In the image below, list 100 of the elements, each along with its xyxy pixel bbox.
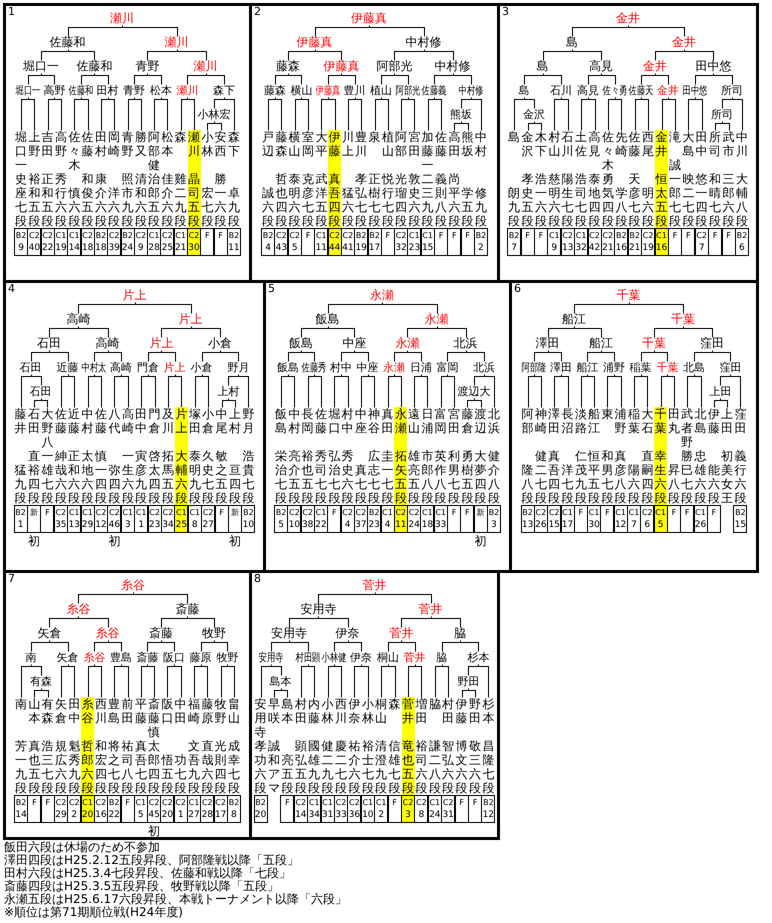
bracket-name: 石田: [20, 361, 42, 374]
player-rank: 六段: [288, 200, 302, 228]
rank-number: 7: [698, 243, 706, 254]
player-rank: 六段: [254, 767, 268, 795]
player-rank: 五段: [588, 477, 601, 505]
player-given-name: 泰明: [288, 172, 302, 200]
player-column: [254, 697, 268, 823]
player-given-name: 謙二: [428, 739, 442, 767]
player-surname: 藤倉: [460, 407, 474, 435]
league-class: C1: [82, 507, 94, 518]
bracket-name: 植山: [370, 84, 392, 97]
player-surname: 西尾: [642, 130, 655, 158]
player-column: [68, 697, 81, 823]
bracket-name: 島: [536, 60, 549, 73]
bracket-line: [662, 97, 669, 131]
player-given-name: 真彦: [614, 449, 628, 477]
player-surname: 中村: [288, 407, 301, 435]
bracket-line: [41, 398, 48, 408]
bracket-name: 近藤: [56, 361, 78, 374]
player-surname: 熊坂: [461, 130, 474, 158]
player-rank: 六段: [408, 200, 421, 228]
player-given-name: 浩貴: [242, 449, 255, 477]
player-surname: 豊川: [354, 130, 368, 158]
bracket-line: [175, 374, 182, 408]
player-given-name: 正和: [41, 172, 54, 200]
player-rank: 九段: [134, 477, 148, 505]
bracket-line: [574, 302, 630, 314]
bracket-name: 阪口: [163, 651, 186, 664]
league-class: C1: [656, 230, 668, 241]
league-class: F: [472, 797, 478, 808]
league-class: C2: [174, 797, 187, 808]
league-class: C2: [202, 507, 214, 518]
player-column: [642, 130, 655, 256]
player-given-name: 佳介: [160, 172, 174, 200]
player-column: [402, 697, 414, 823]
league-class: B2: [262, 230, 274, 241]
bracket-line: [41, 49, 69, 61]
player-given-name: 浩司: [574, 172, 588, 200]
league-class: C1: [575, 230, 588, 241]
rank-number: 17: [214, 810, 227, 821]
bracket-name: 堀口一: [15, 84, 40, 97]
player-column: [534, 130, 548, 256]
bracket-line: [168, 374, 176, 408]
player-given-name: 照市: [121, 172, 134, 200]
player-rank: 四段: [228, 477, 242, 505]
league-class: C2: [288, 507, 300, 518]
player-given-name: 雞二: [174, 172, 188, 200]
league-class: C2: [161, 797, 174, 808]
league-class: B2: [628, 230, 641, 241]
player-rank: 八段: [434, 200, 448, 228]
player-column: [81, 130, 94, 256]
league-class: B2: [488, 507, 500, 518]
player-surname: 佐々木: [601, 130, 614, 172]
player-rank: 六段: [81, 477, 94, 505]
player-column: [655, 130, 668, 256]
player-rank: 五段: [215, 477, 228, 505]
player-surname: 田中: [695, 130, 708, 158]
bracket-name: 船江: [588, 337, 613, 350]
rank-number: 35: [54, 520, 67, 531]
league-class: F: [124, 797, 131, 808]
player-column: [108, 407, 121, 533]
player-column: [521, 130, 534, 256]
player-surname: 窪田: [734, 407, 747, 435]
footnote: 斎藤四段はH25.3.5五段昇段、牧野戦以降「五段」: [4, 880, 280, 893]
bracket-line: [534, 121, 542, 131]
player-surname: 南: [14, 697, 28, 711]
player-given-name: 健二: [534, 449, 548, 477]
bracket-line: [148, 374, 156, 408]
player-given-name: 昌隆: [482, 739, 495, 767]
bracket-line: [341, 374, 349, 408]
player-rank: 八段: [121, 767, 134, 795]
bracket-line: [341, 73, 356, 85]
league-class: C1: [68, 230, 80, 241]
bracket-name: 金沢: [523, 108, 546, 121]
player-given-name: 洋: [561, 463, 574, 477]
bracket-line: [94, 640, 109, 652]
player-column: [214, 697, 228, 823]
player-given-name: 清和: [134, 172, 148, 200]
player-surname: 伊奈: [348, 697, 361, 725]
bracket-name: 所司: [720, 84, 743, 97]
bracket-line: [683, 326, 713, 338]
league-class: B2: [474, 230, 487, 241]
league-class: F: [44, 797, 51, 808]
bracket-line: [289, 616, 319, 628]
player-surname: 金井: [655, 130, 668, 158]
bracket-name: 伊藤真: [315, 84, 340, 97]
player-column: [288, 407, 301, 533]
player-column: [188, 407, 202, 533]
player-rank: 五段: [301, 477, 314, 505]
bracket-line: [601, 350, 615, 362]
player-rank: 五段: [28, 200, 41, 228]
bracket-line: [141, 374, 149, 408]
player-column: [414, 697, 428, 823]
bracket-line: [601, 73, 616, 85]
bracket-name: 森下: [212, 84, 235, 97]
bracket-line: [68, 25, 123, 37]
player-given-name: 健二: [321, 739, 334, 767]
player-rank: 九段: [574, 477, 588, 505]
bracket-line: [712, 350, 731, 362]
bracket-line: [641, 374, 648, 408]
